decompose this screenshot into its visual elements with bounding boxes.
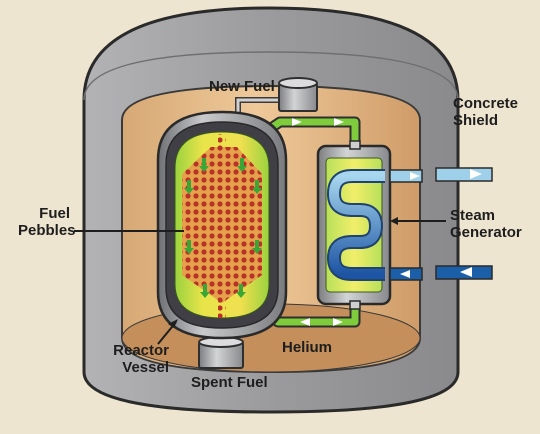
label-reactor-vessel: Reactor Vessel [113, 342, 169, 376]
steam-generator [316, 140, 392, 310]
label-concrete-shield: Concrete Shield [453, 95, 519, 129]
pebble-bed [182, 134, 262, 318]
water-pipes [389, 167, 493, 281]
label-helium: Helium [282, 339, 333, 356]
new-fuel-tank [235, 77, 318, 118]
label-steam-generator: Steam Generator [450, 207, 522, 241]
label-spent-fuel: Spent Fuel [191, 374, 268, 391]
label-new-fuel: New Fuel [209, 78, 275, 95]
core-flow-arrows [184, 158, 262, 298]
label-fuel-pebbles: Fuel Pebbles [18, 205, 76, 239]
leader-lines [74, 217, 446, 345]
